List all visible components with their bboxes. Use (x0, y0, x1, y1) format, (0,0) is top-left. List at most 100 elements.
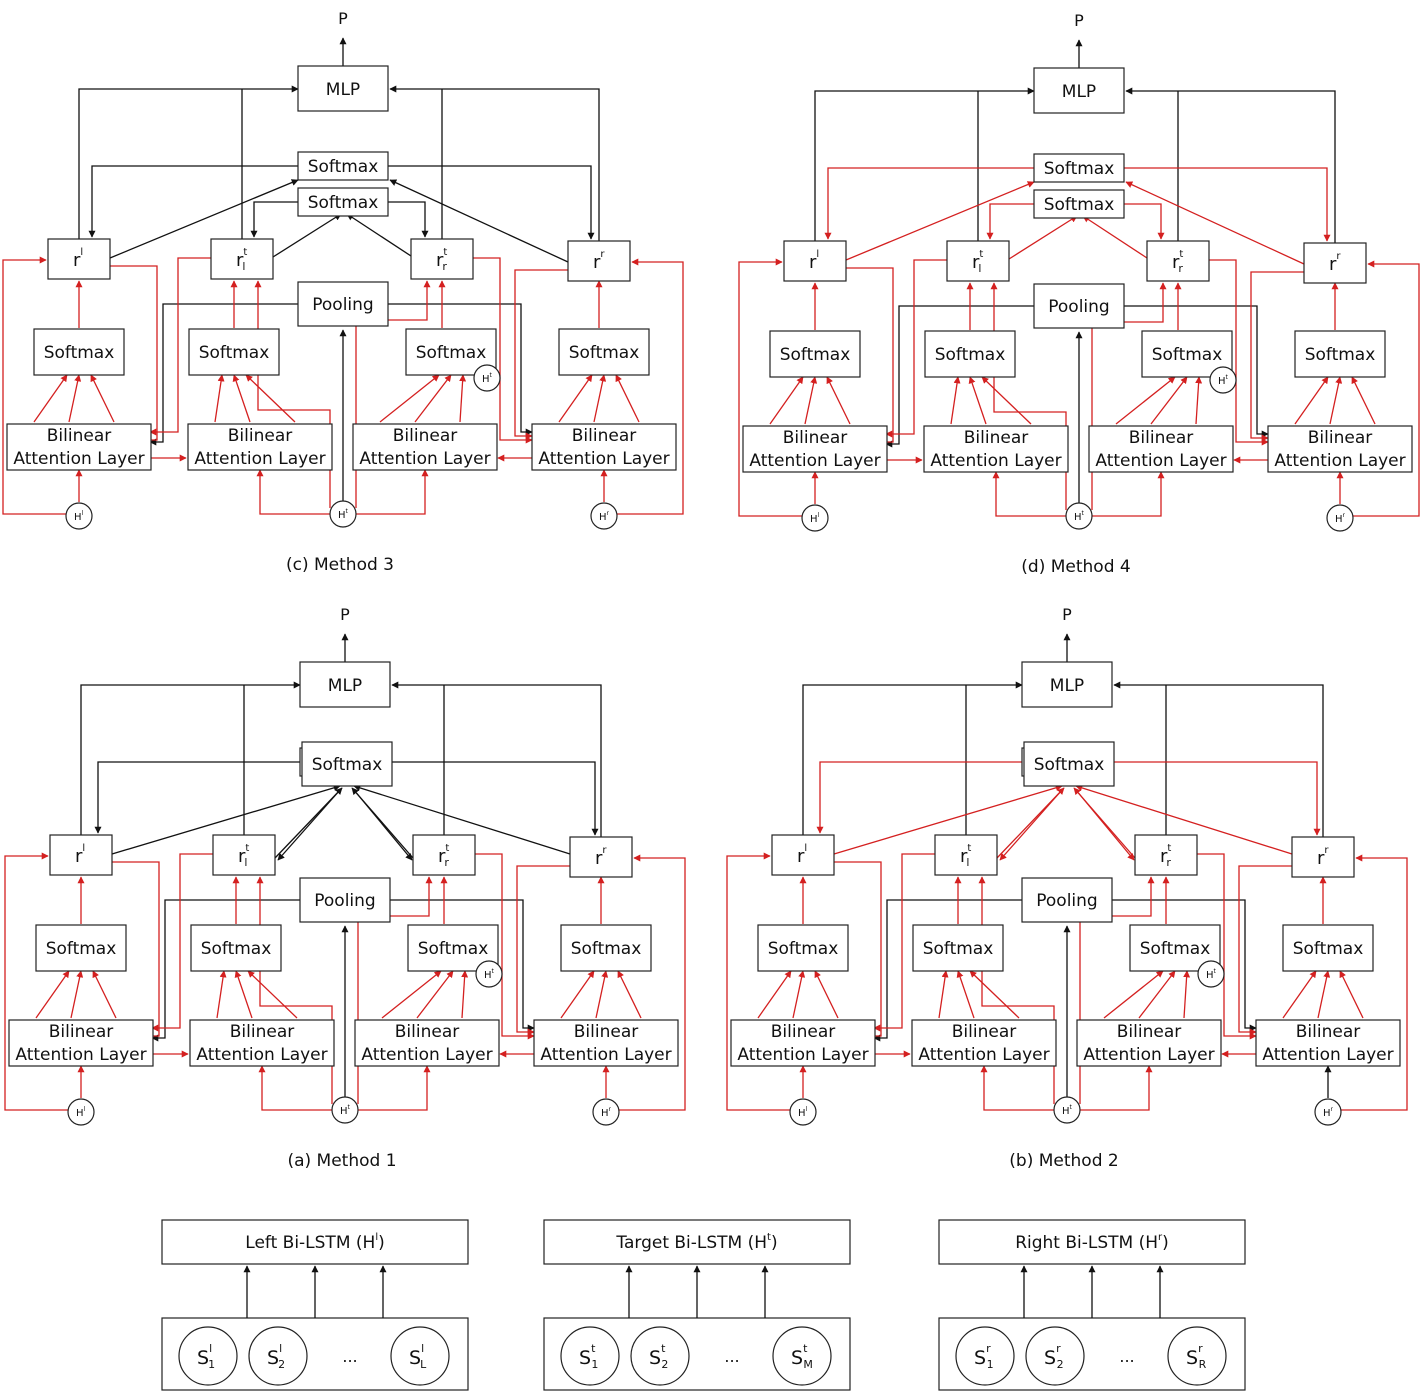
bilinear-label-line1: Bilinear (47, 426, 111, 446)
hidden-state-label: Hr (1335, 512, 1346, 525)
red-connector (358, 1065, 431, 1111)
input-token-node (630, 1326, 690, 1386)
representation-box (783, 240, 847, 282)
bilinear-attention-box (911, 1019, 1057, 1067)
representation-box (49, 834, 113, 876)
bilinear-attention-box (354, 1019, 500, 1067)
bilinear-attention-box (742, 425, 888, 473)
bilstm-label: Target Bi-LSTM (Ht) (615, 1232, 777, 1253)
red-connector (214, 374, 225, 423)
r-vector-label: rl (75, 843, 85, 867)
hidden-state-node (331, 1096, 359, 1124)
softmax-label: Softmax (569, 343, 640, 363)
bilinear-label-line2: Attention Layer (196, 1045, 327, 1065)
softmax-label: Softmax (418, 939, 489, 959)
black-connector (389, 85, 600, 241)
red-connector (558, 374, 593, 423)
red-connector (804, 376, 818, 425)
black-connector (111, 784, 341, 855)
black-connector (1112, 899, 1257, 1032)
r-vector-label: rl (809, 249, 819, 273)
softmax-box (558, 328, 650, 376)
softmax-box (769, 330, 861, 378)
representation-box (569, 836, 633, 878)
red-connector (245, 374, 296, 423)
black-connector (389, 179, 569, 263)
red-connector (1317, 970, 1331, 1019)
softmax-label: Softmax (780, 345, 851, 365)
red-connector (459, 374, 467, 423)
panel-caption: (a) Method 1 (287, 1151, 396, 1171)
red-connector (1282, 970, 1317, 1019)
bilinear-label-line1: Bilinear (395, 1022, 459, 1042)
red-connector (416, 970, 454, 1019)
red-connector (68, 374, 82, 423)
hidden-state-label: Ht (1062, 1104, 1073, 1117)
bilinear-attention-box (8, 1019, 154, 1067)
input-token-node (1025, 1326, 1085, 1386)
red-connector (999, 789, 1063, 861)
output-p-label: P (1062, 605, 1072, 624)
representation-box (1291, 836, 1355, 878)
red-connector (151, 853, 213, 1032)
red-connector (112, 861, 160, 1037)
red-connector (824, 167, 1034, 240)
hidden-state-label: Ht (484, 968, 495, 981)
softmax-box (1282, 924, 1374, 972)
input-token-node (390, 1326, 450, 1386)
softmax-box (924, 330, 1016, 378)
red-connector (846, 267, 894, 443)
black-connector (1113, 681, 1324, 837)
softmax-label: Softmax (44, 343, 115, 363)
black-connector (388, 165, 595, 240)
red-connector (1353, 260, 1420, 517)
red-connector (956, 970, 975, 1019)
black-connector (885, 305, 1034, 448)
red-connector (938, 970, 949, 1019)
red-connector (232, 374, 251, 423)
panel-caption: (c) Method 3 (286, 555, 394, 575)
black-connector (88, 165, 298, 238)
red-connector (1080, 1065, 1153, 1111)
red-connector (473, 257, 533, 444)
softmax-label: Softmax (1293, 939, 1364, 959)
softmax-box (912, 924, 1004, 972)
hidden-state-label: Ht (1218, 374, 1229, 387)
softmax-shared-label: Softmax (1034, 755, 1105, 775)
red-connector (33, 374, 68, 423)
hidden-state-label: Hr (599, 510, 610, 523)
red-connector (619, 854, 686, 1111)
black-connector (353, 789, 413, 861)
red-connector (845, 181, 1035, 261)
red-connector (357, 876, 433, 1104)
softmax-label: Softmax (416, 343, 487, 363)
red-connector (1294, 376, 1329, 425)
softmax-box (188, 328, 280, 376)
black-connector (353, 784, 571, 855)
red-connector (769, 376, 804, 425)
bilinear-label-line2: Attention Layer (749, 451, 880, 471)
red-connector (90, 374, 115, 423)
hidden-state-label: Ht (1206, 968, 1217, 981)
red-connector (70, 970, 84, 1019)
hidden-state-node (329, 500, 357, 528)
bilinear-label-line2: Attention Layer (930, 451, 1061, 471)
bilinear-label-line2: Attention Layer (1262, 1045, 1393, 1065)
red-connector (1114, 761, 1321, 836)
black-connector (802, 681, 1023, 835)
red-connector (885, 259, 947, 438)
softmax-box (35, 924, 127, 972)
red-connector (595, 970, 609, 1019)
red-connector (992, 471, 1066, 517)
red-connector (149, 257, 211, 436)
representation-box (934, 834, 998, 876)
representation-box (1146, 240, 1210, 282)
input-token-node (1167, 1326, 1227, 1386)
red-connector (379, 374, 440, 423)
hidden-state-node (1326, 504, 1354, 532)
